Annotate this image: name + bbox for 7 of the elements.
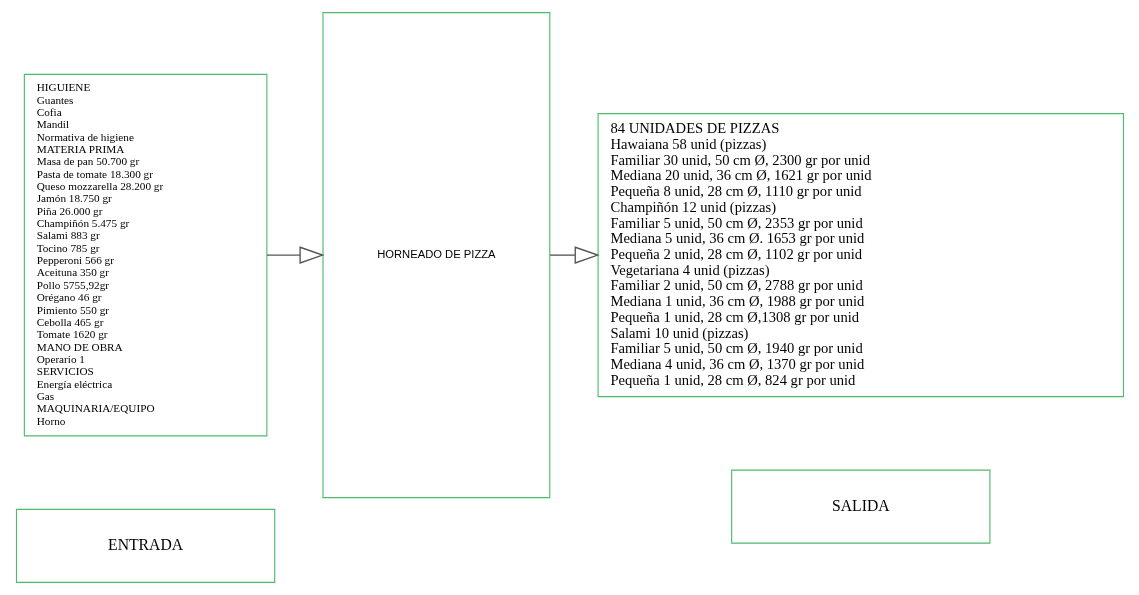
node-box: HORNEADO DE PIZZA <box>321 12 550 499</box>
node-box: 84 UNIDADES DE PIZZAS Hawaiana 58 unid (pizzas) Familiar 30 unid, 50 cm Ø, 2300 gr por unid Mediana 20 unid, 36 cm Ø, 1621 gr por unid Pequeña 8 unid, 28 cm Ø, 1110 gr por unid Champiñón 12 unid (pizzas) Familiar 5 unid, 50 cm Ø, 2353 gr por unid Mediana 5 unid, 36 cm Ø. 1653 gr por unid Pequeña 2 unid, 28 cm Ø, 1102 gr por unid Vegetariana 4 unid (pizzas) Familiar 2 unid, 50 cm Ø, 2788 gr por unid Mediana 1 unid, 36 cm Ø, 1988 gr por unid Pequeña 1 unid, 28 cm Ø,1308 gr por unid Salami 10 unid (pizzas) Familiar 5 unid, 50 cm Ø, 1940 gr por unid Mediana 4 unid, 36 cm Ø, 1370 gr por unid Pequeña 1 unid, 28 cm Ø, 824 gr por unid <box>597 113 1124 398</box>
node-box: HIGUIENE Guantes Cofia Mandil Normativa de higiene MATERIA PRIMA Masa de pan 50.700 gr Pasta de tomate 18.300 gr Queso mozzarella 28.200 gr Jamón 18.750 gr Piña 26.000 gr Champiñón 5.475 gr Salami 883 gr Tocino 785 gr Pepperoni 566 gr Aceituna 350 gr Pollo 5755,92gr Orégano 46 gr Pimiento 550 gr Cebolla 465 gr Tomate 1620 gr MANO DE OBRA Operario 1 SERVICIOS Energía eléctrica Gas MAQUINARIA/EQUIPO Horno <box>23 73 267 437</box>
node-box: SALIDA <box>730 469 990 544</box>
node-box: ENTRADA <box>15 508 275 583</box>
arrow <box>548 246 600 264</box>
arrow <box>265 246 325 264</box>
